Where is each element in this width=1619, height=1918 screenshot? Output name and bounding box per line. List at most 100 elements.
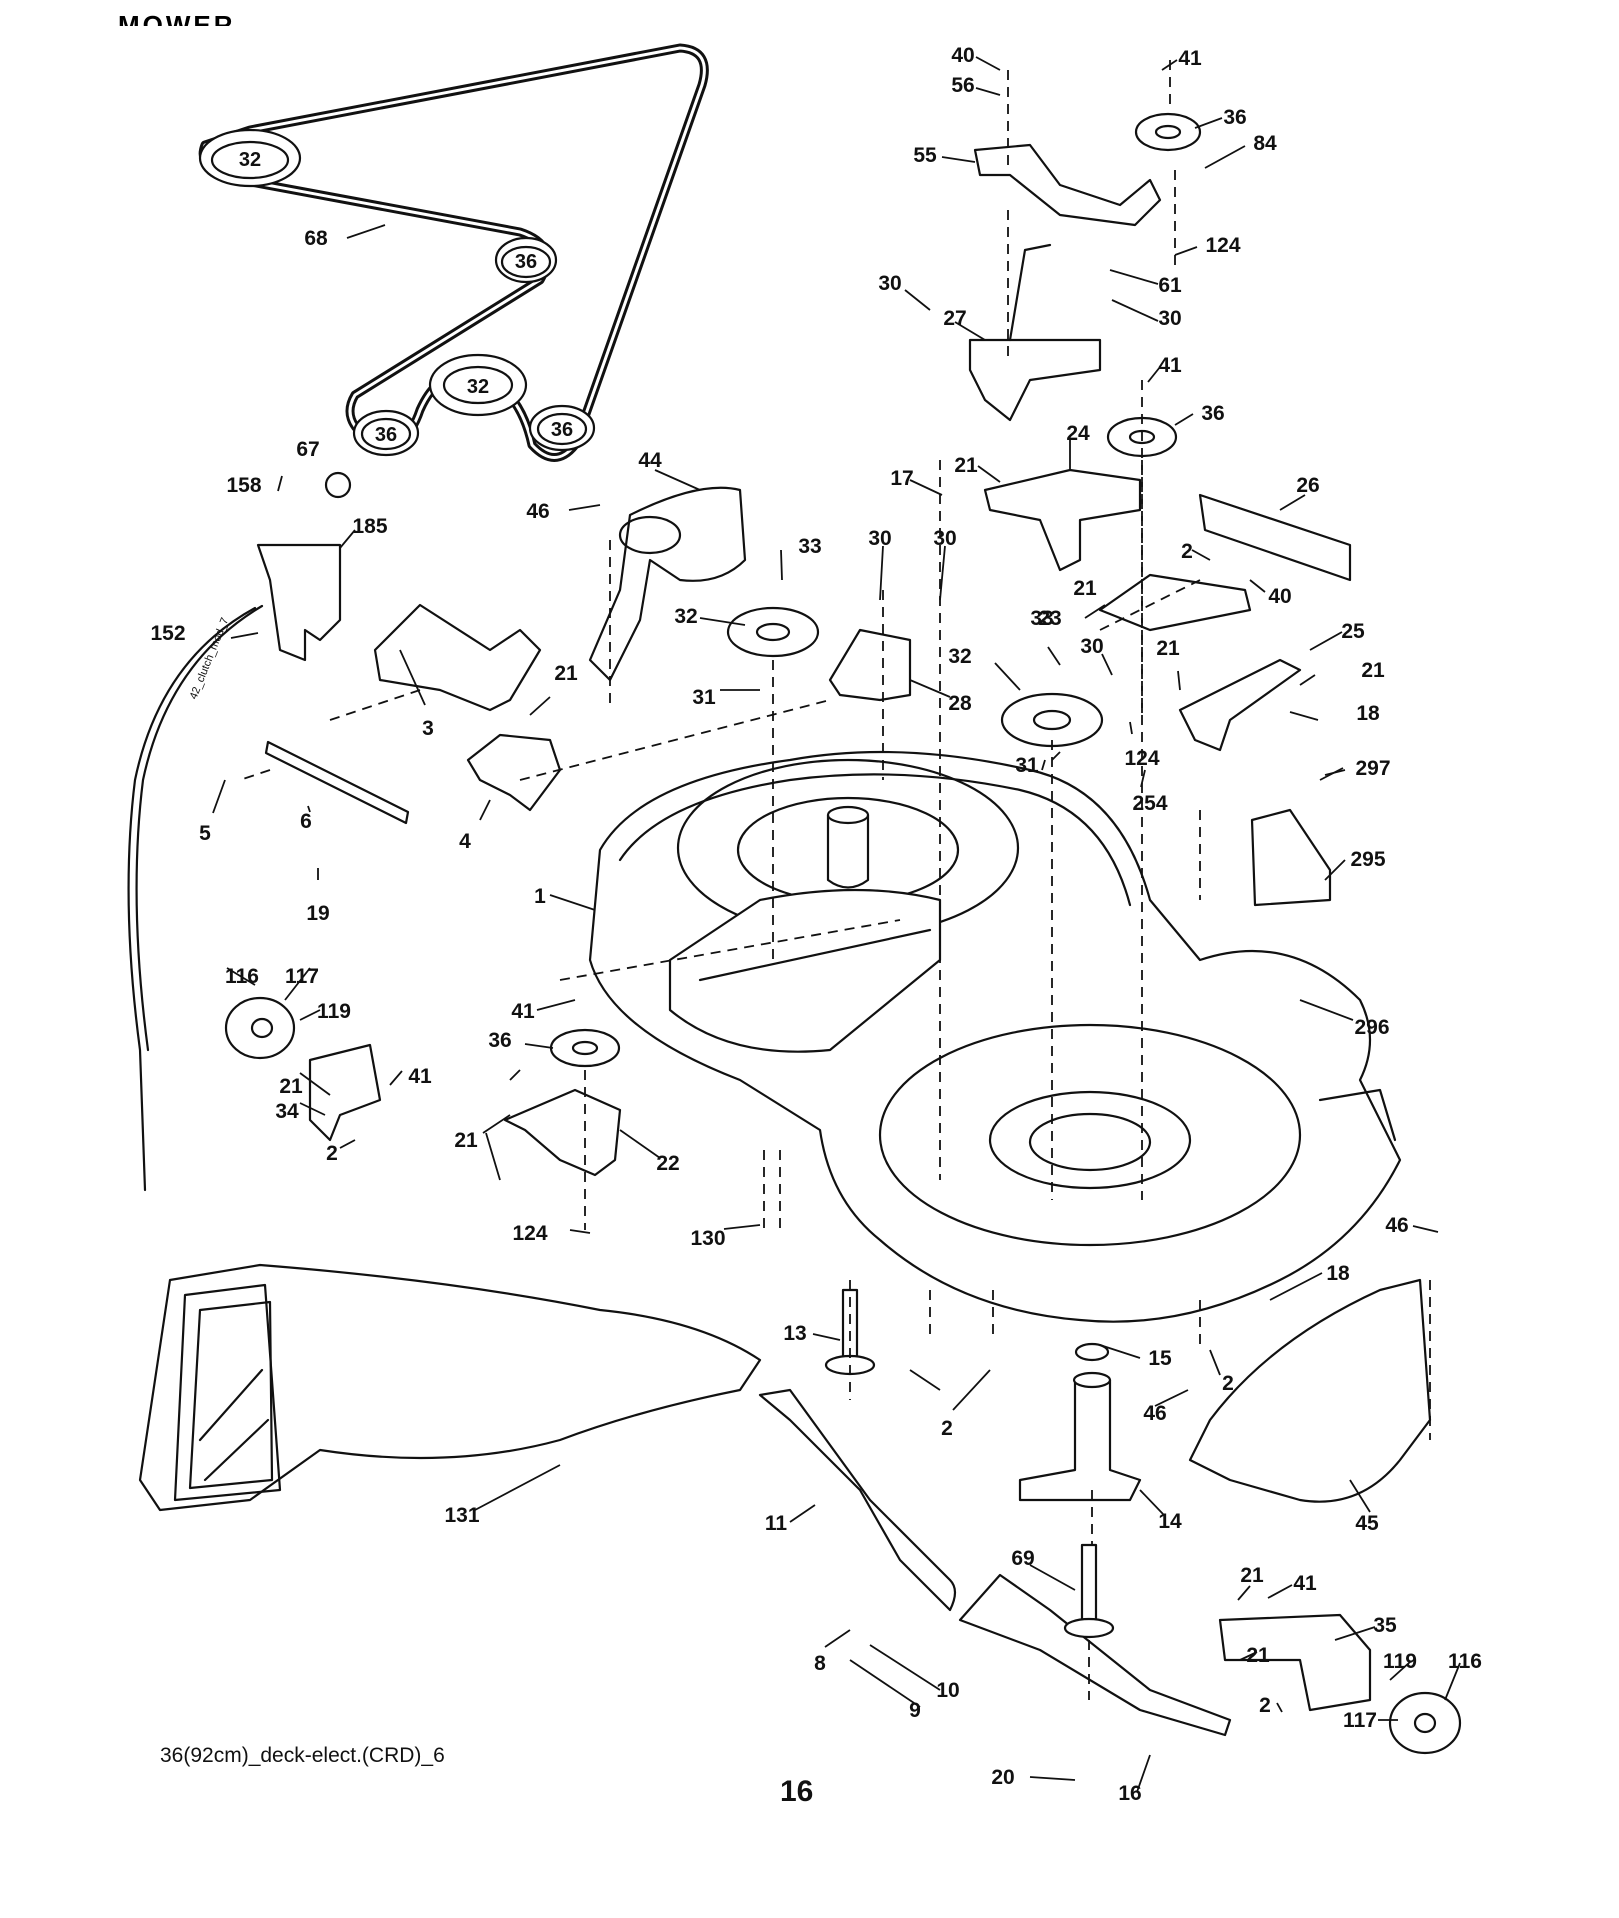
callout-41: 41	[1158, 354, 1182, 377]
callout-2: 2	[941, 1417, 953, 1440]
callout-21: 21	[1246, 1644, 1270, 1667]
link-6	[264, 740, 410, 825]
page-number: 16	[780, 1775, 814, 1808]
shield-295	[1250, 808, 1332, 907]
callout-33: 33	[798, 535, 821, 558]
callout-8: 8	[814, 1652, 826, 1675]
pulley-label: 36	[375, 424, 397, 446]
bracket-27	[968, 243, 1102, 422]
callout-6: 6	[300, 810, 312, 833]
callout-46: 46	[1385, 1214, 1408, 1237]
callout-28: 28	[948, 692, 972, 715]
callout-131: 131	[444, 1504, 479, 1527]
callout-124: 124	[512, 1222, 547, 1245]
callout-84: 84	[1253, 132, 1277, 155]
callout-22: 22	[656, 1152, 679, 1175]
pulley-label: 36	[551, 419, 573, 441]
callout-295: 295	[1350, 848, 1385, 871]
callout-69: 69	[1011, 1547, 1034, 1570]
wheel-117-right	[1388, 1691, 1462, 1755]
blade-right	[958, 1573, 1232, 1737]
callout-26: 26	[1296, 474, 1319, 497]
callout-19: 19	[306, 902, 329, 925]
pulley-32-left	[726, 606, 820, 658]
callout-36: 36	[1223, 106, 1246, 129]
callout-5: 5	[199, 822, 211, 845]
callout-119: 119	[317, 1000, 351, 1023]
callout-152: 152	[150, 622, 185, 645]
callout-41: 41	[1178, 47, 1202, 70]
callout-21: 21	[279, 1075, 303, 1098]
belt-routing-diagram: 32 36 32 36 36	[198, 43, 709, 499]
idler-bracket-34	[308, 1043, 382, 1142]
bracket-24	[983, 468, 1142, 572]
callout-30: 30	[868, 527, 891, 550]
callout-numbers: 40 41 56 36 55 84 124 68 61 30 27 30 41 …	[150, 44, 1481, 1805]
callout-40: 40	[1268, 585, 1291, 608]
callout-45: 45	[1355, 1512, 1379, 1535]
pulley-36-idler-upper: 36	[494, 236, 558, 284]
callout-55: 55	[913, 144, 937, 167]
callout-21: 21	[554, 662, 578, 685]
callout-41: 41	[1293, 1572, 1317, 1595]
bracket-23	[1098, 573, 1252, 632]
callout-41: 41	[511, 1000, 535, 1023]
callout-32: 32	[948, 645, 971, 668]
callout-124: 124	[1205, 234, 1240, 257]
callout-3: 3	[422, 717, 434, 740]
callout-31: 31	[1015, 754, 1039, 777]
callout-35: 35	[1373, 1614, 1397, 1637]
belt-cover-44	[588, 486, 747, 682]
callout-116: 116	[225, 965, 259, 988]
bracket-26	[1198, 493, 1352, 582]
blade-left	[758, 1388, 957, 1612]
callout-9: 9	[909, 1699, 921, 1722]
callout-24: 24	[1066, 422, 1090, 445]
callout-18: 18	[1356, 702, 1380, 725]
belt-guide-ball	[324, 471, 352, 499]
clutch-bracket-185	[256, 543, 342, 662]
callout-10: 10	[936, 1679, 959, 1702]
pulley-label: 32	[467, 376, 489, 398]
diagram-caption: 36(92cm)_deck-elect.(CRD)_6	[160, 1744, 445, 1767]
callout-21: 21	[1073, 577, 1097, 600]
callout-30: 30	[933, 527, 956, 550]
callout-254: 254	[1132, 792, 1167, 815]
pulley-36-right: 36	[528, 404, 596, 452]
callout-56: 56	[951, 74, 974, 97]
callout-117: 117	[285, 965, 319, 988]
bracket-28	[828, 628, 912, 702]
callout-124: 124	[1124, 747, 1159, 770]
callout-40: 40	[951, 44, 974, 67]
clutch-cable-152: 42_clutch_mod_7	[127, 604, 264, 1192]
callout-46: 46	[526, 500, 549, 523]
callout-17: 17	[890, 467, 913, 490]
callout-2: 2	[1181, 540, 1193, 563]
callout-leaders	[212, 56, 1461, 1793]
mower-deck	[588, 750, 1402, 1323]
callout-158: 158	[226, 474, 261, 497]
callout-116: 116	[1448, 1650, 1482, 1673]
callout-44: 44	[638, 449, 662, 472]
callout-61: 61	[1158, 274, 1182, 297]
callout-27: 27	[943, 307, 966, 330]
page-header: MOWER	[118, 10, 236, 26]
callout-30: 30	[1080, 635, 1103, 658]
assembly-lines	[239, 60, 1431, 1700]
callout-36: 36	[1201, 402, 1224, 425]
callout-46: 46	[1143, 1402, 1166, 1425]
idler-arm-55	[973, 143, 1162, 227]
callout-2: 2	[326, 1142, 338, 1165]
callout-36: 36	[488, 1029, 511, 1052]
pulley-32-engine: 32	[198, 128, 302, 188]
callout-11: 11	[765, 1512, 788, 1535]
callout-15: 15	[1148, 1347, 1172, 1370]
callout-4: 4	[459, 830, 471, 853]
callout-34: 34	[275, 1100, 299, 1123]
callout-130: 130	[690, 1227, 725, 1250]
callout-68: 68	[304, 227, 328, 250]
callout-185: 185	[352, 515, 387, 538]
callout-30: 30	[878, 272, 901, 295]
callout-13: 13	[783, 1322, 806, 1345]
